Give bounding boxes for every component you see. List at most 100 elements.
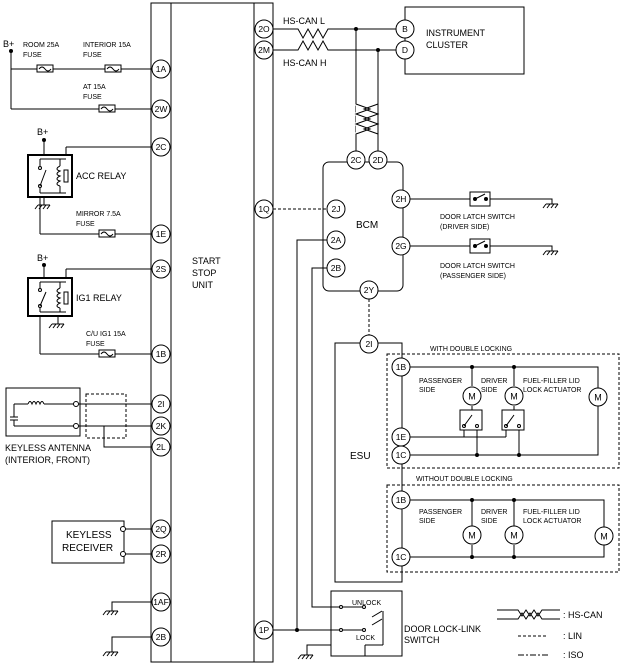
cu-ig1-fuse-icon bbox=[98, 349, 116, 358]
acc-relay-box bbox=[27, 154, 73, 198]
motor-icon: M bbox=[594, 526, 614, 546]
keyless-antenna-box bbox=[5, 387, 81, 437]
pin-2Q: 2Q bbox=[151, 519, 171, 539]
legend-hs-can-label: : HS-CAN bbox=[563, 610, 603, 620]
svg-text:M: M bbox=[594, 393, 602, 403]
svg-text:2I: 2I bbox=[157, 399, 164, 409]
svg-text:2C: 2C bbox=[156, 142, 167, 152]
lock-label: LOCK bbox=[356, 635, 375, 642]
passenger-side-label-b1: PASSENGER bbox=[419, 509, 462, 516]
junction-wd3 bbox=[470, 365, 474, 369]
bcm-label: BCM bbox=[356, 220, 378, 231]
ground-icon bbox=[102, 610, 119, 616]
bcm-pin-2D: 2D bbox=[368, 150, 388, 170]
svg-text:M: M bbox=[468, 531, 476, 541]
keyless-receiver-label-2: RECEIVER bbox=[62, 543, 113, 554]
ground-icon bbox=[34, 204, 51, 210]
at-fuse-label-2: FUSE bbox=[83, 94, 102, 101]
without-double-locking-box bbox=[386, 484, 620, 573]
motor-icon: M bbox=[462, 525, 482, 545]
cu-ig1-fuse-label-2: FUSE bbox=[86, 341, 105, 348]
b-plus-top: B+ bbox=[3, 39, 14, 49]
door-lock-link-switch-box bbox=[330, 590, 403, 657]
hs-can-h-label: HS-CAN H bbox=[283, 58, 327, 68]
start-stop-label-1: START bbox=[192, 256, 221, 266]
bcm-pin-2C: 2C bbox=[346, 150, 366, 170]
pin-2B: 2B bbox=[151, 627, 171, 647]
svg-text:2B: 2B bbox=[156, 632, 167, 642]
door-latch-passenger-label-2: (PASSENGER SIDE) bbox=[440, 273, 506, 280]
junction-wo2 bbox=[512, 498, 516, 502]
svg-text:2O: 2O bbox=[258, 24, 270, 34]
hs-can-twist-top bbox=[290, 27, 404, 52]
junction-wd4 bbox=[512, 365, 516, 369]
antenna-shield bbox=[85, 393, 127, 439]
room-fuse-label-1: ROOM 25A bbox=[23, 42, 60, 49]
pin-2C: 2C bbox=[151, 137, 171, 157]
cluster-pin-B: B bbox=[395, 19, 415, 39]
can-l-junction bbox=[354, 27, 358, 31]
svg-text:2K: 2K bbox=[156, 421, 167, 431]
wire-2L bbox=[103, 426, 152, 448]
receiver-terminal-2 bbox=[120, 551, 126, 557]
mirror-fuse-icon bbox=[98, 229, 116, 238]
svg-text:2C: 2C bbox=[351, 155, 362, 165]
ground-icon bbox=[297, 654, 314, 660]
door-latch-passenger-switch-icon bbox=[469, 238, 559, 256]
instrument-cluster-label-1: INSTRUMENT bbox=[426, 28, 485, 38]
esu-pin-1B: 1B bbox=[391, 357, 411, 377]
junction-wo1 bbox=[470, 498, 474, 502]
pin-1Q: 1Q bbox=[254, 199, 274, 219]
pin-2K: 2K bbox=[151, 416, 171, 436]
cu-ig1-fuse-label-1: C/U IG1 15A bbox=[86, 331, 126, 338]
start-stop-label-2: STOP bbox=[192, 268, 216, 278]
esu-box bbox=[334, 342, 403, 583]
antenna-terminal-2 bbox=[73, 423, 79, 429]
hs-can-twist-vertical bbox=[353, 102, 380, 136]
ground-icon bbox=[102, 651, 119, 657]
pin-2S: 2S bbox=[151, 259, 171, 279]
svg-text:M: M bbox=[468, 392, 476, 402]
esu-pin-1C-b: 1C bbox=[391, 547, 411, 567]
svg-text:2J: 2J bbox=[332, 204, 341, 214]
pin-2O: 2O bbox=[254, 19, 274, 39]
interior-fuse-label-2: FUSE bbox=[83, 52, 102, 59]
svg-text:2Q: 2Q bbox=[155, 524, 167, 534]
bcm-pin-2H: 2H bbox=[391, 189, 411, 209]
svg-text:1E: 1E bbox=[156, 229, 167, 239]
svg-text:2I: 2I bbox=[365, 339, 372, 349]
pin-2M: 2M bbox=[254, 40, 274, 60]
fuel-filler-label-b2: LOCK ACTUATOR bbox=[523, 518, 581, 525]
passenger-side-label-b2: SIDE bbox=[419, 518, 436, 525]
door-latch-passenger-label-1: DOOR LATCH SWITCH bbox=[440, 263, 515, 270]
without-double-wiring bbox=[402, 499, 605, 558]
junction-wo4 bbox=[512, 555, 516, 559]
esu-pin-1E: 1E bbox=[391, 427, 411, 447]
svg-text:2M: 2M bbox=[258, 45, 270, 55]
room-fuse-icon bbox=[36, 64, 54, 73]
svg-text:2A: 2A bbox=[331, 235, 342, 245]
wire-lock-link-ground-2 bbox=[306, 644, 331, 655]
svg-text:1E: 1E bbox=[396, 432, 407, 442]
motor-icon: M bbox=[462, 386, 482, 406]
svg-text:1B: 1B bbox=[156, 349, 167, 359]
motor-icon: M bbox=[504, 525, 524, 545]
start-stop-label-3: UNIT bbox=[192, 280, 213, 290]
door-latch-driver-label-1: DOOR LATCH SWITCH bbox=[440, 214, 515, 221]
legend-lin-label: : LIN bbox=[563, 631, 582, 641]
motor-icon: M bbox=[504, 386, 524, 406]
fuel-filler-label-2: LOCK ACTUATOR bbox=[523, 387, 581, 394]
svg-text:1B: 1B bbox=[396, 495, 407, 505]
unlock-label: UNLOCK bbox=[352, 600, 382, 607]
svg-text:1C: 1C bbox=[396, 552, 407, 562]
svg-text:M: M bbox=[510, 392, 518, 402]
ig1-relay-contact bbox=[38, 281, 54, 313]
b-plus-ig1: B+ bbox=[37, 253, 48, 263]
bcm-pin-2Y: 2Y bbox=[359, 280, 379, 300]
legend-hs-can-icon bbox=[497, 609, 560, 620]
driver-side-label-b2: SIDE bbox=[481, 518, 498, 525]
wire-1AF bbox=[111, 601, 152, 611]
esu-pin-1B-b: 1B bbox=[391, 490, 411, 510]
